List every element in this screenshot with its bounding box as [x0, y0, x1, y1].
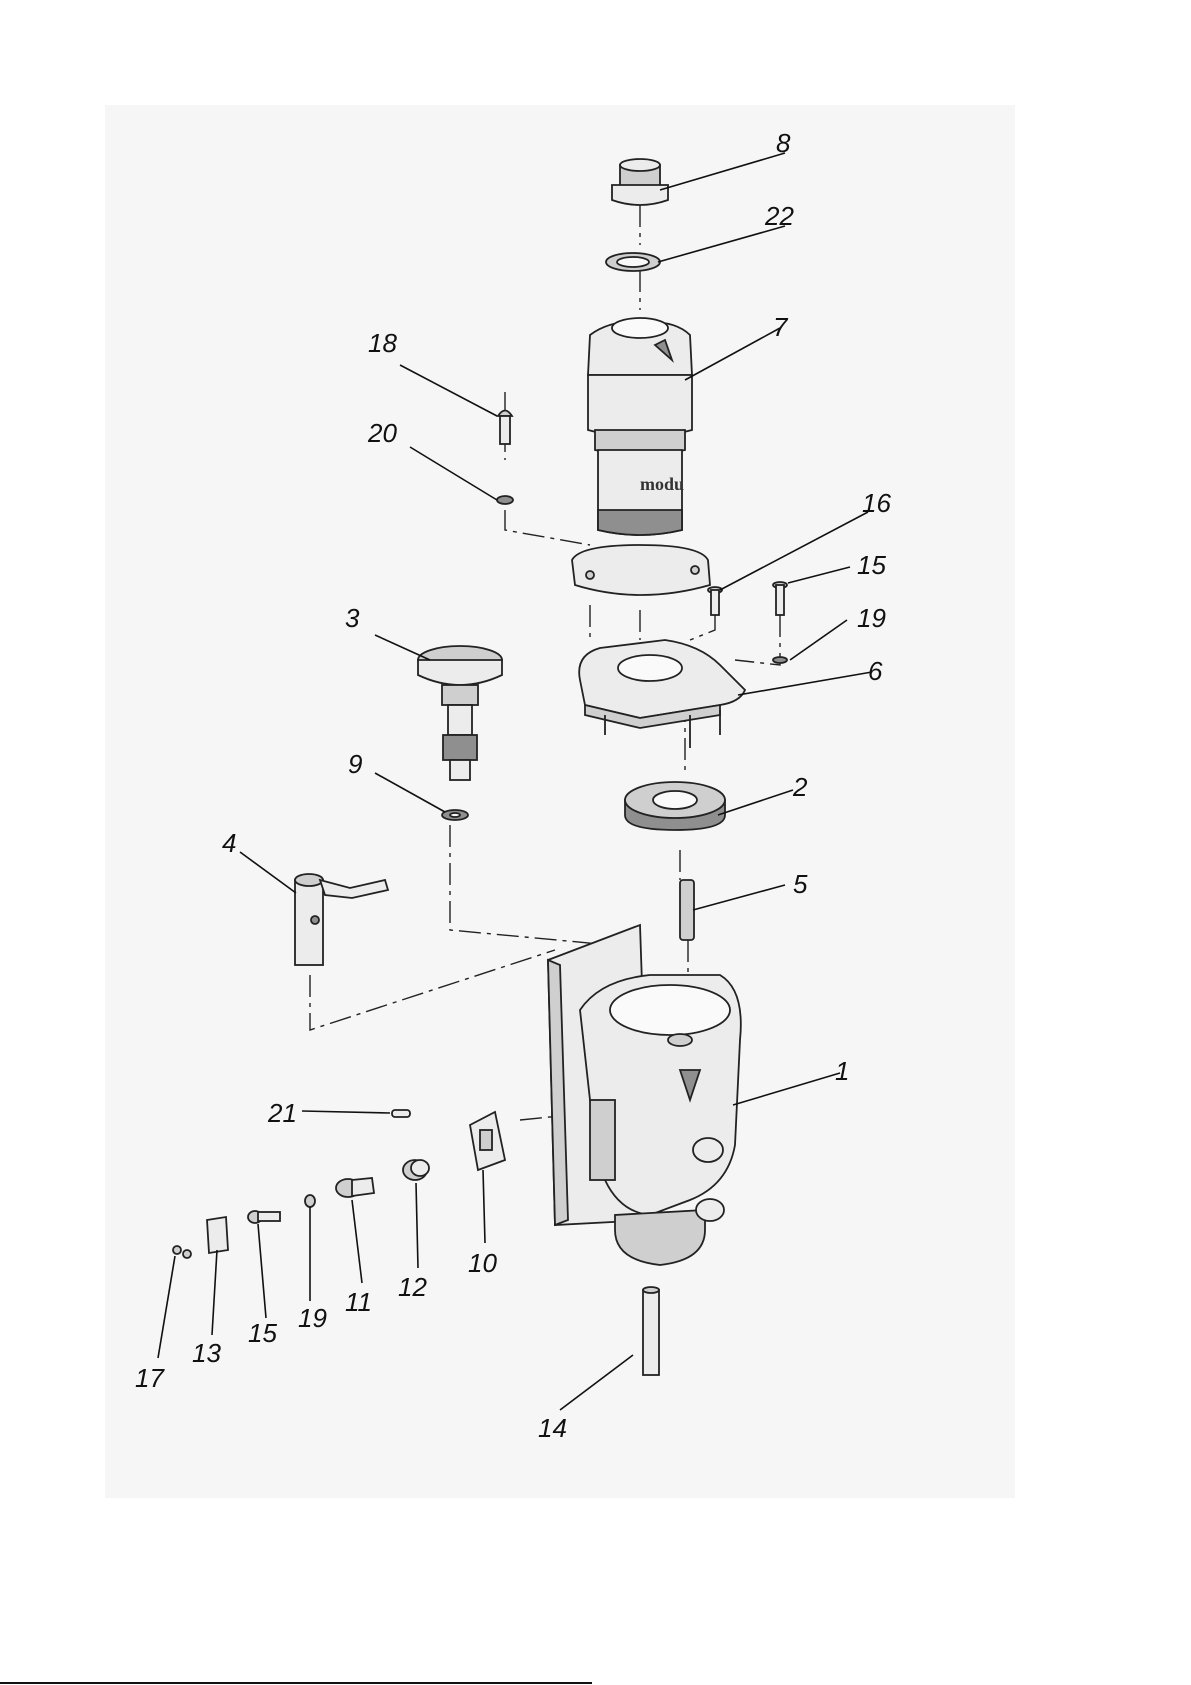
callout-4: 4 [222, 828, 236, 858]
part-16-screw[interactable] [708, 587, 722, 615]
callout-2: 2 [792, 772, 808, 802]
callout-18: 18 [368, 328, 397, 358]
part-5-key[interactable] [680, 880, 694, 940]
part-18-bolt[interactable] [498, 411, 512, 445]
callout-1: 1 [835, 1056, 849, 1086]
callout-20: 20 [367, 418, 397, 448]
part-3-pinion-shaft[interactable] [418, 646, 502, 780]
part-19-washer-right[interactable] [773, 657, 787, 663]
part-19-washer-left[interactable] [305, 1195, 315, 1207]
part-2-gear[interactable] [625, 782, 725, 830]
callout-19-bottom: 19 [298, 1303, 327, 1333]
part-22-seal-ring[interactable] [606, 253, 660, 271]
callout-11: 11 [345, 1287, 372, 1317]
motor-brand-text: modu [640, 474, 684, 494]
part-14-spindle[interactable] [643, 1287, 659, 1375]
callout-8: 8 [776, 128, 791, 158]
part-8-fitting[interactable] [612, 159, 668, 205]
callout-9: 9 [348, 749, 362, 779]
callout-14: 14 [538, 1413, 567, 1443]
part-12-spring[interactable] [403, 1160, 429, 1180]
callout-3: 3 [345, 603, 360, 633]
callout-21: 21 [267, 1098, 297, 1128]
callout-15-top: 15 [857, 550, 886, 580]
part-15-screw-left[interactable] [248, 1211, 280, 1223]
callout-15-bottom: 15 [248, 1318, 277, 1348]
callout-labels: 8 22 7 18 20 16 15 19 3 6 9 2 4 5 1 21 1… [135, 128, 891, 1443]
part-10-bracket[interactable] [470, 1112, 505, 1170]
part-9-retaining-ring[interactable] [442, 810, 468, 820]
callout-12: 12 [398, 1272, 427, 1302]
callout-7: 7 [773, 312, 789, 342]
part-1-housing[interactable] [548, 925, 741, 1265]
callout-10: 10 [468, 1248, 497, 1278]
part-15-screw-right[interactable] [773, 582, 787, 615]
part-6-cover-plate[interactable] [579, 640, 745, 748]
part-7-motor[interactable]: modu [572, 318, 710, 595]
part-11-bushing[interactable] [336, 1178, 374, 1197]
callout-22: 22 [764, 201, 794, 231]
callout-17: 17 [135, 1363, 165, 1393]
callout-19-top: 19 [857, 603, 886, 633]
callout-13: 13 [192, 1338, 221, 1368]
callout-6: 6 [868, 656, 883, 686]
callout-16: 16 [862, 488, 891, 518]
footer-rule [0, 1682, 592, 1684]
part-4-shift-lever[interactable] [295, 874, 388, 965]
callout-5: 5 [793, 869, 808, 899]
part-20-washer[interactable] [497, 496, 513, 504]
part-13-plate[interactable] [207, 1217, 228, 1253]
part-21-pin[interactable] [392, 1110, 410, 1117]
